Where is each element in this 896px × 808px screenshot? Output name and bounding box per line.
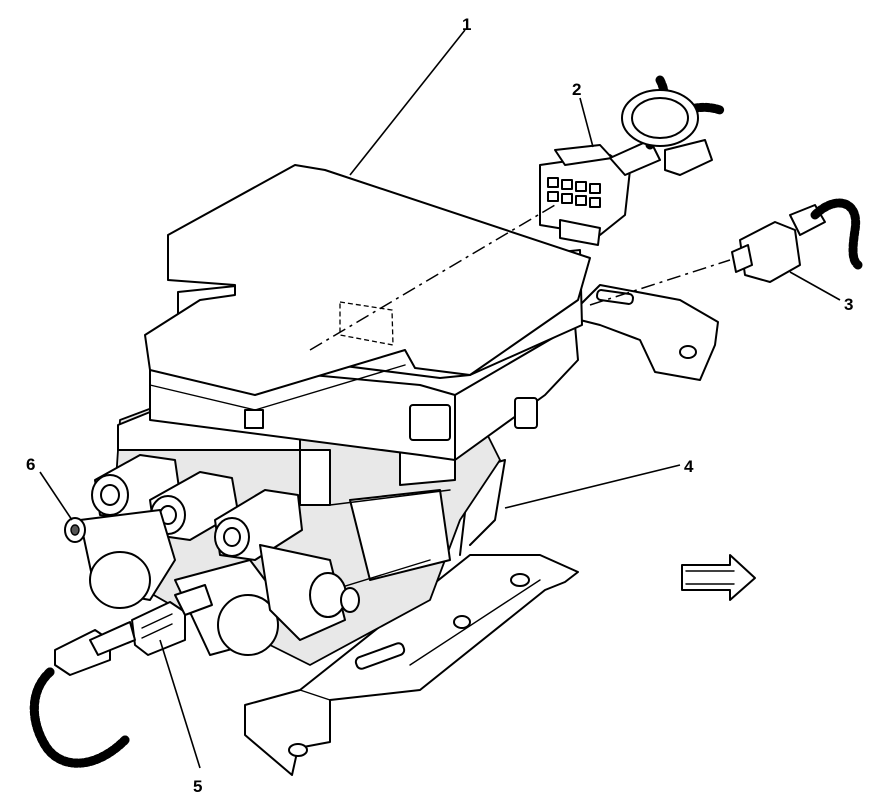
left-fitting-sensor — [64, 517, 86, 543]
solenoid-valves — [79, 509, 360, 656]
callout-5: 5 — [193, 777, 202, 796]
leader-2 — [579, 97, 594, 148]
leader-6 — [39, 471, 73, 521]
leader-4 — [504, 464, 681, 509]
left-wiring-harness — [29, 621, 136, 768]
connector-pin-grid — [547, 177, 601, 208]
brake-line-fitting-right — [214, 489, 303, 561]
callout-1: 1 — [462, 15, 471, 34]
module-side-tab — [409, 404, 451, 441]
callout-6: 6 — [26, 455, 35, 474]
ebcm-control-module — [144, 164, 591, 461]
callout-labels: 1 2 3 4 5 6 — [26, 15, 853, 796]
leader-1 — [349, 29, 466, 176]
upper-mounting-bracket — [579, 284, 719, 381]
pump-motor-connector — [131, 584, 213, 656]
leader-lines — [39, 29, 841, 769]
ebcm-harness-connector — [539, 75, 725, 246]
callout-2: 2 — [572, 80, 581, 99]
leader-5 — [159, 639, 201, 769]
assembly-lines — [309, 204, 731, 351]
lower-mounting-bracket — [244, 459, 579, 776]
callout-4: 4 — [684, 457, 694, 476]
sensor-connector — [731, 198, 863, 283]
leader-3 — [789, 271, 841, 301]
callout-3: 3 — [844, 295, 853, 314]
right-arrow-icon — [681, 554, 756, 601]
